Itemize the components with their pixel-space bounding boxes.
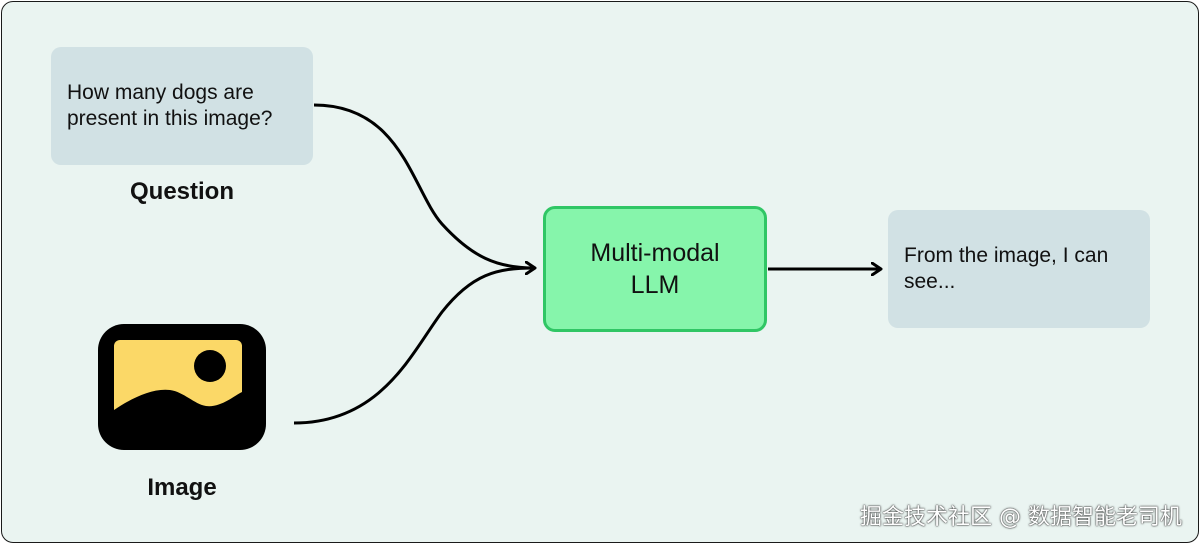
watermark: 掘金技术社区 @ 数据智能老司机 bbox=[860, 505, 1182, 530]
question-text: How many dogs are present in this image? bbox=[67, 81, 273, 130]
answer-box: From the image, I can see... bbox=[888, 210, 1150, 328]
question-box: How many dogs are present in this image? bbox=[51, 47, 313, 165]
llm-node: Multi-modal LLM bbox=[543, 206, 767, 332]
image-icon bbox=[98, 324, 266, 450]
question-label: Question bbox=[129, 178, 234, 205]
answer-text: From the image, I can see... bbox=[904, 244, 1109, 293]
image-to-llm-connector bbox=[293, 266, 535, 425]
image-label: Image bbox=[147, 474, 217, 501]
llm-text: Multi-modal LLM bbox=[590, 239, 720, 299]
question-to-llm-connector bbox=[313, 103, 534, 268]
